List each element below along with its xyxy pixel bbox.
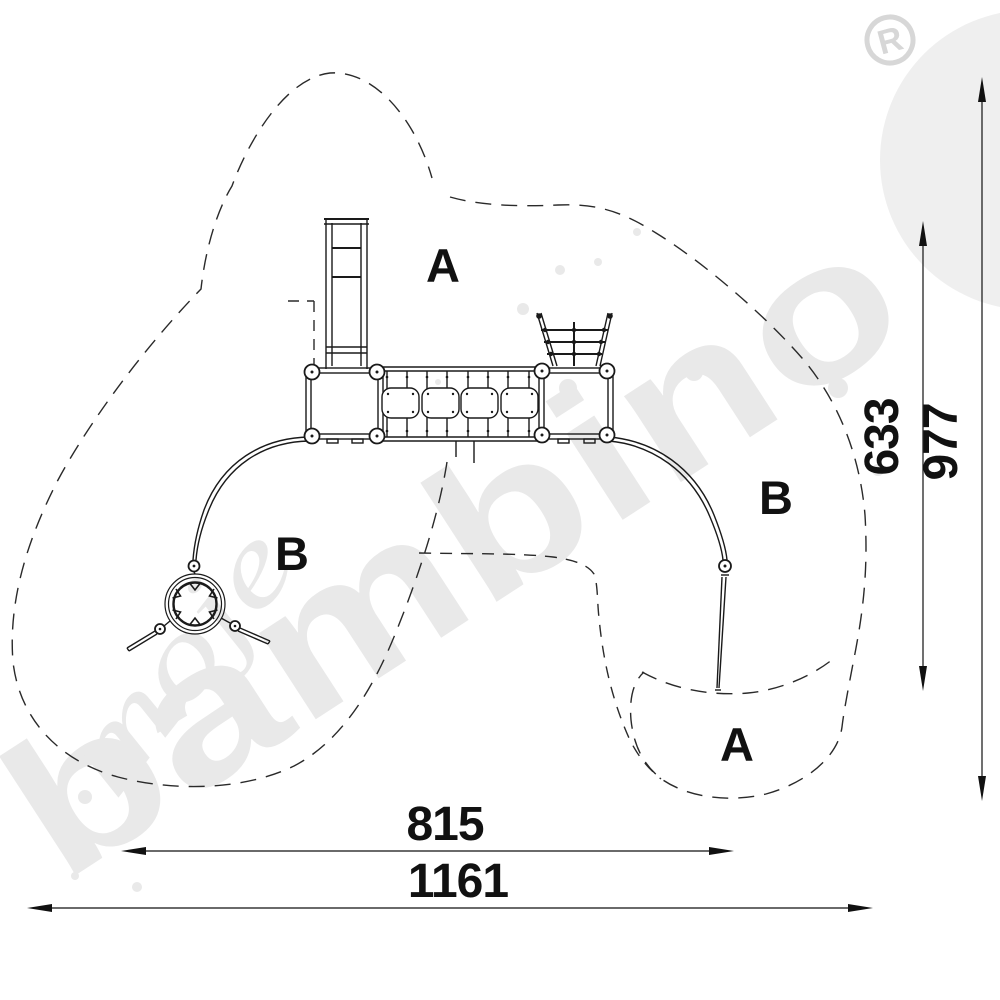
zone-outline-corner-fragment [288, 300, 315, 364]
dimension-815: 815 [121, 798, 734, 855]
spinner-ring [126, 559, 271, 652]
dimension-633: 633 [856, 221, 927, 691]
zone-label-a-bottom: A [720, 718, 754, 771]
watermark-blob [880, 13, 1000, 307]
dimension-1161-label: 1161 [408, 855, 508, 908]
tower-ladder [324, 218, 369, 369]
zone-label-b-left: B [275, 527, 309, 580]
arrow-up-icon [919, 221, 927, 246]
zone-label-b-right: B [759, 471, 793, 524]
arrow-left-icon [27, 904, 52, 912]
dimension-815-label: 815 [406, 798, 483, 851]
platform-posts [303, 362, 616, 445]
bridge-step-pods [381, 387, 539, 419]
ring-inner-marks [172, 583, 218, 625]
dimension-977-label: 977 [915, 403, 968, 480]
zone-outline-a-top-arc [641, 658, 834, 695]
zone-outline-left-and-dome [11, 72, 448, 788]
play-structure [126, 218, 732, 691]
left-arc-beam [192, 436, 310, 561]
zone-labels: A B B A [275, 239, 793, 771]
right-platform [538, 367, 614, 444]
zone-outline-inner-fragment [418, 552, 662, 780]
net-climber [536, 312, 613, 367]
bridge-walkway [377, 366, 542, 463]
bridge-bar-bolts [385, 375, 531, 433]
fire-pole [716, 576, 723, 689]
registered-letter: R [873, 19, 907, 62]
net-bolts [536, 313, 613, 357]
arrow-right-icon [709, 847, 734, 855]
pod-corner-dots [386, 392, 534, 414]
registered-trademark-icon: R [864, 14, 916, 66]
dimension-977: 977 [915, 77, 986, 801]
safety-zone-outlines [11, 72, 867, 799]
arrow-down-icon [919, 666, 927, 691]
arrow-down-icon [978, 776, 986, 801]
arrow-left-icon [121, 847, 146, 855]
right-arc-beam-and-pole [608, 436, 732, 691]
arrow-up-icon [978, 77, 986, 102]
arrow-right-icon [848, 904, 873, 912]
dimension-annotations: 815 1161 633 977 [27, 77, 986, 912]
zone-label-a-top: A [426, 239, 460, 292]
watermark-dots [71, 228, 884, 892]
dimension-633-label: 633 [856, 398, 909, 475]
dimension-1161: 1161 [27, 855, 873, 912]
